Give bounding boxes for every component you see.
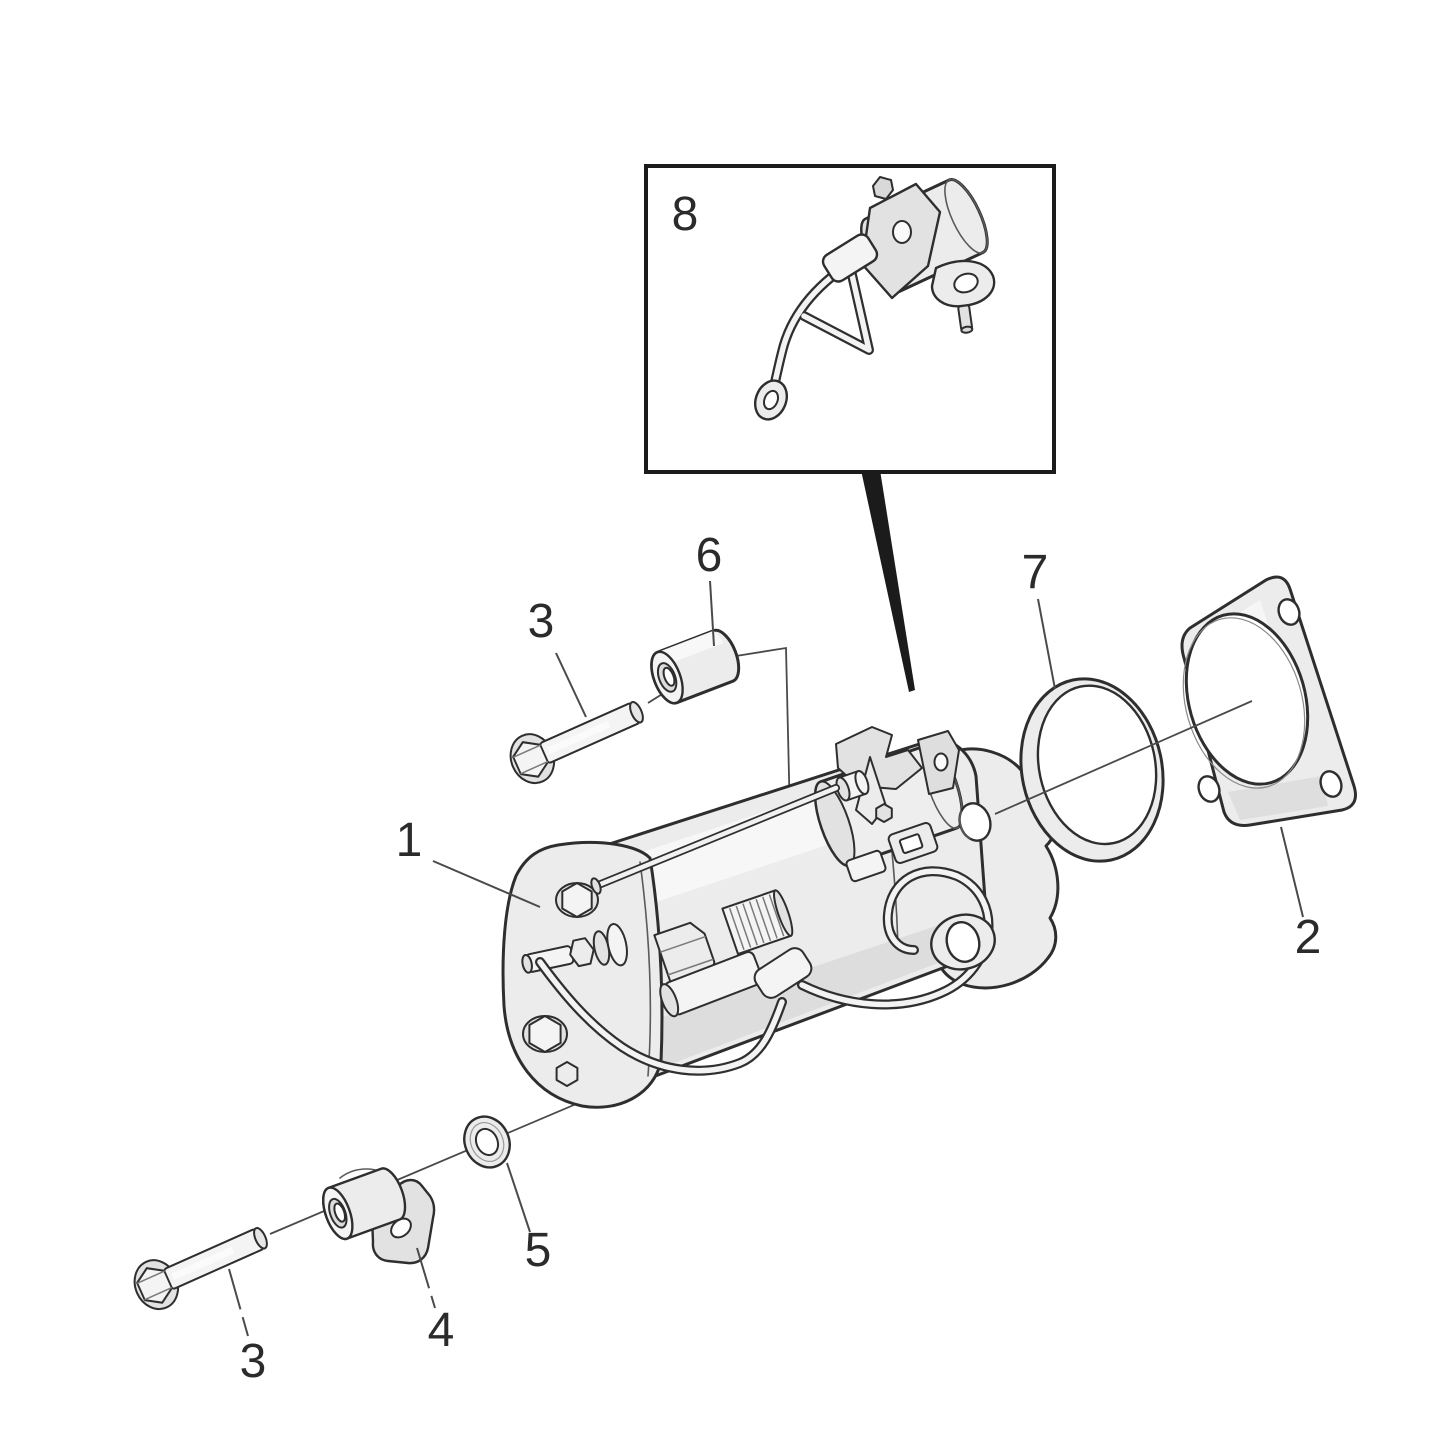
o-ring	[1019, 677, 1165, 863]
connector-block	[887, 822, 939, 864]
terminal-nut-small	[875, 803, 893, 823]
solenoid-stud	[957, 304, 974, 334]
ring-terminal	[754, 379, 788, 421]
callout-3-lower-label: 3	[240, 1335, 267, 1388]
support-bracket	[322, 1167, 436, 1265]
inset-detail-box: 8	[644, 164, 1056, 474]
threaded-boss	[721, 889, 794, 955]
leader-lines	[228, 580, 1304, 1337]
callout-6-label: 6	[696, 529, 723, 582]
inset-border	[644, 164, 1056, 474]
inset-pointer-arrow	[861, 470, 915, 692]
cap-bolt-bottom	[522, 1015, 568, 1053]
battery-cable	[535, 866, 994, 1076]
callout-4-label: 4	[428, 1304, 455, 1357]
callout-5-label: 5	[525, 1224, 552, 1277]
connector-tab	[845, 849, 887, 883]
gasket-center-hole	[1182, 612, 1310, 789]
washer	[463, 1115, 511, 1169]
bracket-hole	[892, 220, 912, 244]
tie-rod	[590, 784, 840, 895]
callout-8-label: 8	[672, 188, 699, 241]
bolt-upper	[501, 686, 653, 792]
callout-7-label: 7	[1022, 546, 1049, 599]
cap-nut-small	[555, 1061, 579, 1087]
gasket	[1180, 575, 1357, 827]
bolt-lower	[125, 1212, 277, 1318]
flange-hole-upper	[958, 802, 992, 842]
terminal-boot	[821, 233, 879, 283]
solenoid-cable-assembly	[754, 176, 996, 421]
cap-bolt-top	[555, 882, 599, 918]
flange-hole-lower	[930, 913, 996, 971]
front-end-cap	[501, 840, 664, 1109]
starter-motor	[501, 726, 1060, 1109]
terminal-nut	[872, 176, 894, 200]
spacer-sleeve	[650, 628, 741, 705]
callout-1-label: 1	[396, 814, 423, 867]
callout-2-label: 2	[1295, 911, 1322, 964]
assembly-axis-nose	[994, 700, 1253, 815]
callout-3-upper-label: 3	[528, 595, 555, 648]
lower-stud	[659, 951, 764, 1018]
